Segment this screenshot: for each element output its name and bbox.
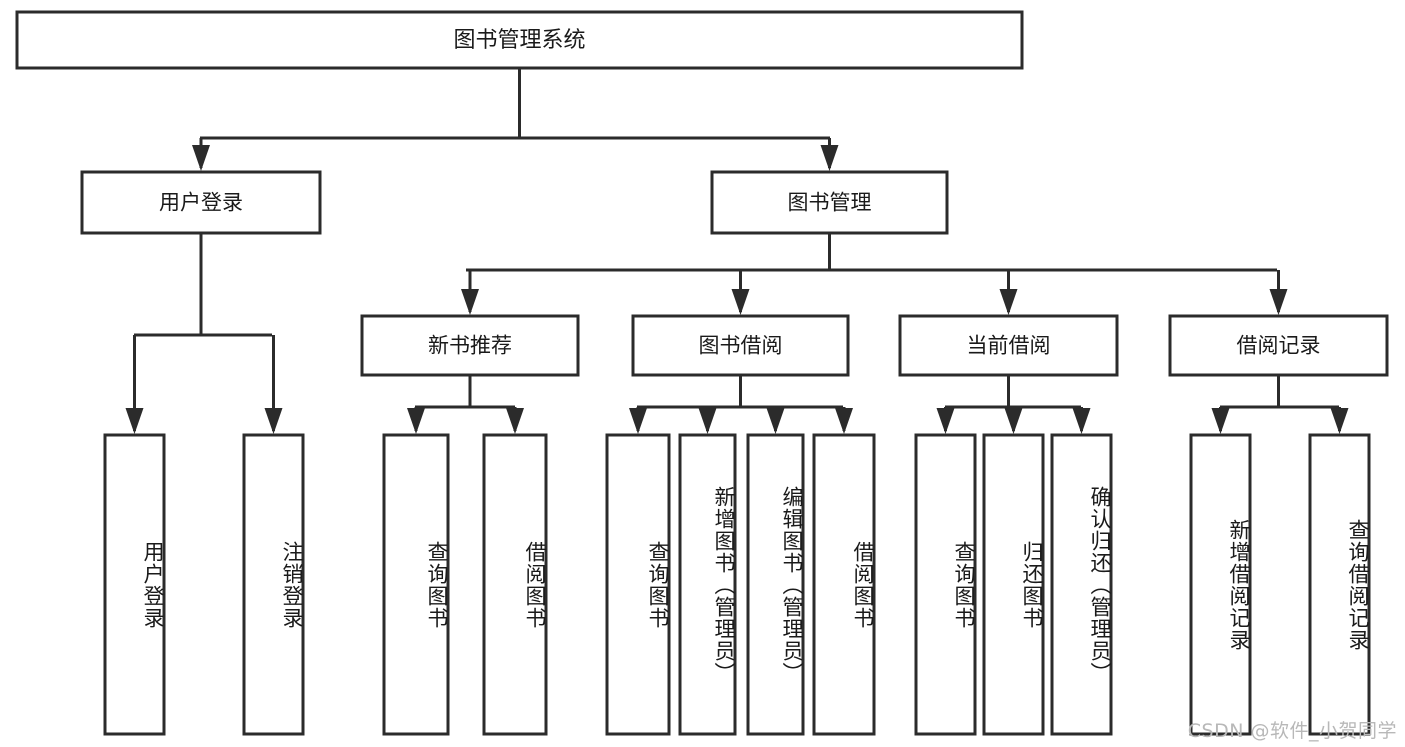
node-box-leaf-borrow-book-1[interactable] [482, 433, 548, 736]
arrow-head-icon [192, 145, 210, 171]
arrow-head-icon [506, 408, 524, 434]
node-box-leaf-confirm-return[interactable] [1050, 433, 1113, 736]
node-box-leaf-edit-book[interactable] [746, 433, 805, 736]
arrow-head-icon [999, 289, 1018, 315]
node-box-leaf-logout[interactable] [242, 433, 305, 736]
node-label-login: 用户登录 [159, 191, 243, 215]
node-label-root: 图书管理系统 [453, 28, 585, 53]
connectors-layer [125, 68, 1349, 434]
arrow-head-icon [731, 289, 750, 315]
arrow-head-icon [835, 408, 853, 434]
arrow-head-icon [1269, 289, 1288, 315]
arrow-head-icon [125, 408, 144, 434]
node-label-bookmgmt: 图书管理 [788, 191, 872, 215]
node-box-leaf-user-login[interactable] [103, 433, 166, 736]
node-label-borrow: 图书借阅 [699, 334, 783, 358]
arrow-head-icon [1004, 408, 1023, 434]
node-label-current: 当前借阅 [967, 334, 1051, 358]
arrow-head-icon [461, 289, 479, 315]
node-label-record: 借阅记录 [1237, 334, 1321, 358]
arrow-head-icon [1330, 408, 1349, 434]
node-box-leaf-search-book-1[interactable] [382, 433, 450, 736]
arrow-head-icon [698, 408, 717, 434]
node-box-leaf-borrow-book-2[interactable] [812, 433, 876, 736]
node-box-leaf-add-record[interactable] [1189, 433, 1252, 736]
node-box-record[interactable] [1168, 314, 1389, 377]
node-box-leaf-search-record[interactable] [1308, 433, 1371, 736]
arrow-head-icon [1072, 408, 1091, 434]
arrow-head-icon [629, 408, 647, 434]
arrow-head-icon [407, 408, 425, 434]
node-box-borrow[interactable] [631, 314, 850, 377]
node-box-leaf-return-book[interactable] [982, 433, 1045, 736]
arrow-head-icon [1211, 408, 1230, 434]
node-box-current[interactable] [898, 314, 1119, 377]
node-box-leaf-search-book-2[interactable] [605, 433, 671, 736]
arrow-head-icon [766, 408, 785, 434]
arrow-head-icon [264, 408, 283, 434]
watermark-text: CSDN @软件_小贺同学 [1187, 720, 1397, 742]
node-box-leaf-search-book-3[interactable] [914, 433, 977, 736]
node-box-leaf-add-book[interactable] [678, 433, 737, 736]
arrow-head-icon [936, 408, 955, 434]
node-label-newbook: 新书推荐 [428, 334, 512, 358]
node-box-bookmgmt[interactable] [710, 170, 949, 235]
arrow-head-icon [820, 145, 839, 171]
node-box-newbook[interactable] [360, 314, 580, 377]
node-box-login[interactable] [80, 170, 322, 235]
node-box-root[interactable] [15, 10, 1024, 70]
